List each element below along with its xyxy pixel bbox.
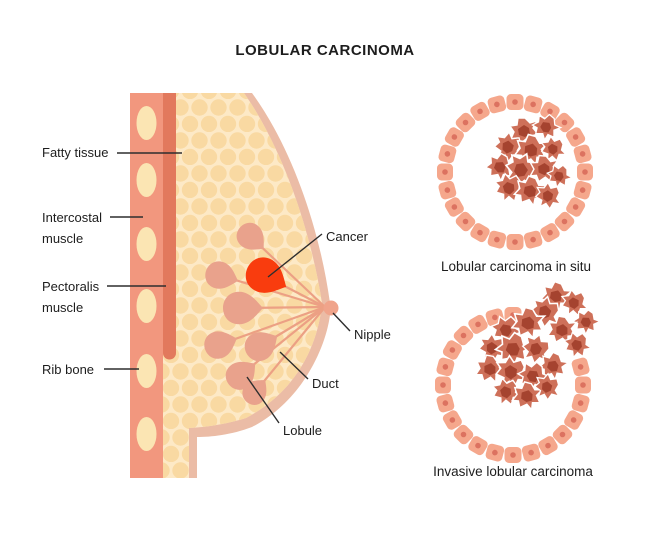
epithelial-cell xyxy=(487,230,507,249)
epithelial-cell xyxy=(455,211,476,232)
page-title: LOBULAR CARCINOMA xyxy=(235,42,415,59)
rib-bone-shape xyxy=(136,227,157,261)
label-cancer: Cancer xyxy=(326,229,368,244)
epithelial-cell xyxy=(577,163,593,181)
duct-shape xyxy=(220,305,326,346)
epithelial-cell xyxy=(506,94,524,110)
epithelial-cell xyxy=(437,163,453,181)
epithelial-cell xyxy=(523,95,543,114)
label-intercostal-muscle: Intercostal muscle xyxy=(42,210,102,246)
epithelial-cell xyxy=(435,376,451,394)
epithelial-cell xyxy=(453,424,474,445)
epithelial-cell xyxy=(506,234,524,250)
epithelial-cell xyxy=(540,223,560,243)
epithelial-cell xyxy=(566,197,586,217)
rib-bone-shape xyxy=(136,289,157,323)
caption-invasive: Invasive lobular carcinoma xyxy=(433,464,593,479)
in-situ-diagram xyxy=(437,94,593,250)
epithelial-cell xyxy=(523,230,543,249)
epithelial-cell xyxy=(575,376,591,394)
epithelial-cell xyxy=(566,127,586,147)
duct-shape xyxy=(241,306,326,375)
breast-cross-section-diagram xyxy=(130,93,339,478)
epithelial-cell xyxy=(538,436,558,456)
epithelial-cell xyxy=(564,410,584,430)
rib-bone-shape xyxy=(136,163,157,197)
epithelial-cell xyxy=(468,314,488,334)
epithelial-cell xyxy=(444,197,464,217)
rib-bones-group xyxy=(136,106,157,451)
rib-bone-shape xyxy=(136,106,157,140)
epithelial-cell xyxy=(468,436,488,456)
epithelial-cell xyxy=(552,424,573,445)
epithelial-cell xyxy=(436,393,455,413)
pectoralis-muscle-shape xyxy=(163,93,176,360)
epithelial-cell xyxy=(573,144,592,164)
epithelial-cell xyxy=(554,211,575,232)
epithelial-cell xyxy=(438,180,457,200)
label-lobule: Lobule xyxy=(283,423,323,438)
cancer-pointer xyxy=(267,233,323,278)
lobule-pointer xyxy=(246,376,280,424)
caption-in-situ: Lobular carcinoma in situ xyxy=(440,259,592,274)
leader-lines xyxy=(104,152,351,424)
rib-bone-shape xyxy=(136,354,157,388)
epithelial-cell xyxy=(540,101,560,121)
label-nipple: Nipple xyxy=(354,327,391,342)
epithelial-cell xyxy=(470,101,490,121)
epithelial-cell xyxy=(521,443,541,462)
epithelial-cell-ring xyxy=(437,94,593,250)
epithelial-cell xyxy=(571,357,590,377)
epithelial-cell xyxy=(504,447,522,463)
label-rib-bone: Rib bone xyxy=(42,362,95,377)
epithelial-cell xyxy=(470,223,490,243)
duct-pointer xyxy=(279,351,309,380)
invasive-diagram xyxy=(435,278,603,463)
nipple-pointer xyxy=(332,312,351,332)
label-fatty-tissue: Fatty tissue xyxy=(42,145,109,160)
epithelial-cell xyxy=(442,340,462,360)
epithelial-cell xyxy=(436,357,455,377)
nipple-shape xyxy=(323,300,339,316)
duct-shape xyxy=(251,237,326,308)
label-pectoralis-muscle: Pectoralis muscle xyxy=(42,279,100,315)
epithelial-cell xyxy=(442,410,462,430)
epithelial-cell xyxy=(571,393,590,413)
epithelial-cell xyxy=(573,180,592,200)
epithelial-cell xyxy=(455,112,476,133)
epithelial-cell xyxy=(444,127,464,147)
epithelial-cell xyxy=(487,95,507,114)
epithelial-cell-ring-broken xyxy=(435,307,591,463)
fat-cells-pattern xyxy=(163,93,322,478)
epithelial-cell xyxy=(453,325,474,346)
rib-bone-shape xyxy=(136,417,157,451)
duct-shape xyxy=(255,306,326,392)
duct-shape xyxy=(221,274,326,309)
epithelial-cell xyxy=(485,443,505,462)
epithelial-cell xyxy=(438,144,457,164)
label-duct: Duct xyxy=(312,376,339,391)
